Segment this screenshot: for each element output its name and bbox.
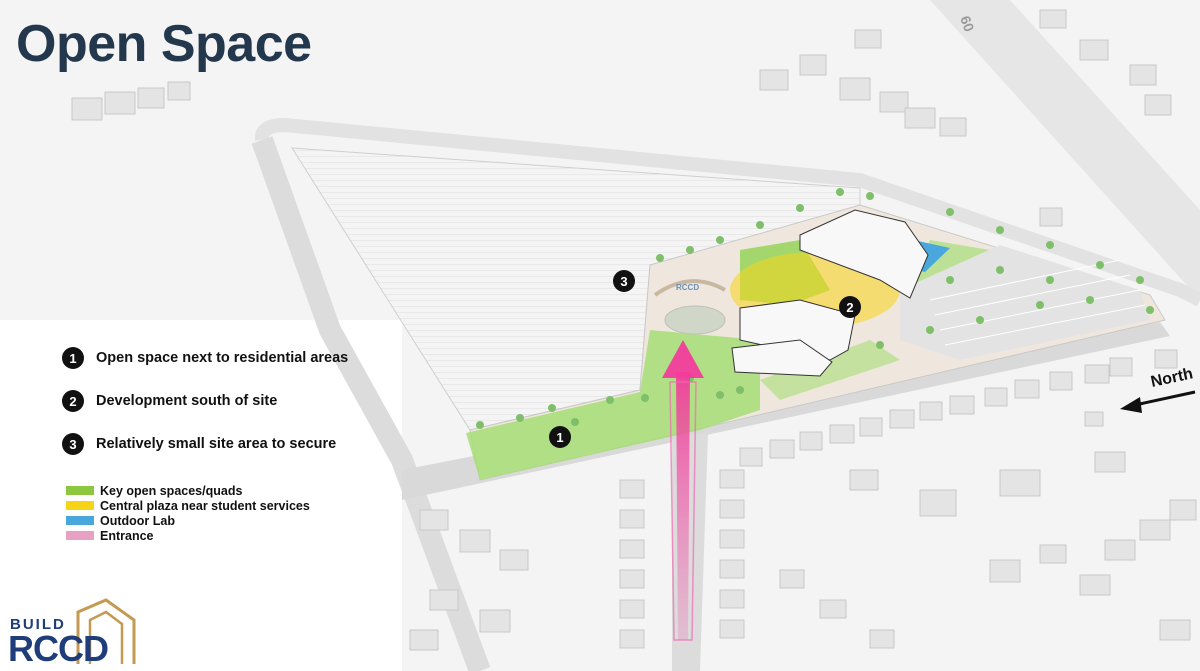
- south-road: [402, 322, 1170, 500]
- note-number: 3: [62, 433, 84, 455]
- page-title: Open Space: [16, 15, 312, 73]
- entrance-arrow: [662, 340, 704, 641]
- legend-swatch-entrance: [66, 531, 94, 540]
- map-marker-1: 1: [549, 426, 571, 448]
- map-marker-2-label: 2: [846, 300, 853, 315]
- logo-build-text: BUILD: [10, 616, 66, 633]
- notes-panel: [0, 320, 402, 671]
- campus-buildings: [731, 209, 929, 377]
- legend-item: Central plaza near student services: [66, 498, 310, 513]
- legend-label: Key open spaces/quads: [100, 483, 243, 498]
- legend-swatch-open-space: [66, 486, 94, 495]
- note-number: 1: [62, 347, 84, 369]
- note-item: 3 Relatively small site area to secure: [62, 432, 348, 456]
- plaza-arc: [653, 279, 726, 297]
- legend-label: Central plaza near student services: [100, 498, 310, 513]
- residential-houses: [71, 9, 1197, 651]
- legend: Key open spaces/quads Central plaza near…: [66, 483, 310, 543]
- map-marker-1-label: 1: [556, 430, 563, 445]
- legend-swatch-central-plaza: [66, 501, 94, 510]
- logo-rccd-text: RCCD: [8, 628, 109, 669]
- note-item: 2 Development south of site: [62, 389, 348, 413]
- legend-item: Outdoor Lab: [66, 513, 310, 528]
- legend-item: Entrance: [66, 528, 310, 543]
- sign-text: RCCD: [676, 283, 699, 292]
- build-rccd-logo: BUILD RCCD: [6, 598, 136, 669]
- map-marker-3-label: 3: [620, 274, 627, 289]
- parking-stripes: [929, 259, 1146, 346]
- map-marker-3: 3: [613, 270, 635, 292]
- north-road: [254, 117, 1200, 307]
- west-road: [251, 136, 491, 671]
- legend-label: Outdoor Lab: [100, 513, 175, 528]
- note-item: 1 Open space next to residential areas: [62, 346, 348, 370]
- note-text: Relatively small site area to secure: [96, 436, 337, 452]
- entrance-roundabout: [664, 305, 726, 335]
- note-text: Development south of site: [96, 393, 278, 409]
- legend-label: Entrance: [100, 528, 154, 543]
- parking-lot: [900, 245, 1150, 360]
- logo-house-icon: [76, 598, 136, 664]
- highway-label: 60: [957, 14, 977, 34]
- open-space-strip: [760, 340, 900, 400]
- note-text: Open space next to residential areas: [96, 350, 349, 366]
- notes-list: 1 Open space next to residential areas 2…: [62, 346, 348, 475]
- highway: [930, 0, 1200, 300]
- note-number: 2: [62, 390, 84, 412]
- legend-item: Key open spaces/quads: [66, 483, 310, 498]
- map-marker-2: 2: [839, 296, 861, 318]
- legend-swatch-outdoor-lab: [66, 516, 94, 525]
